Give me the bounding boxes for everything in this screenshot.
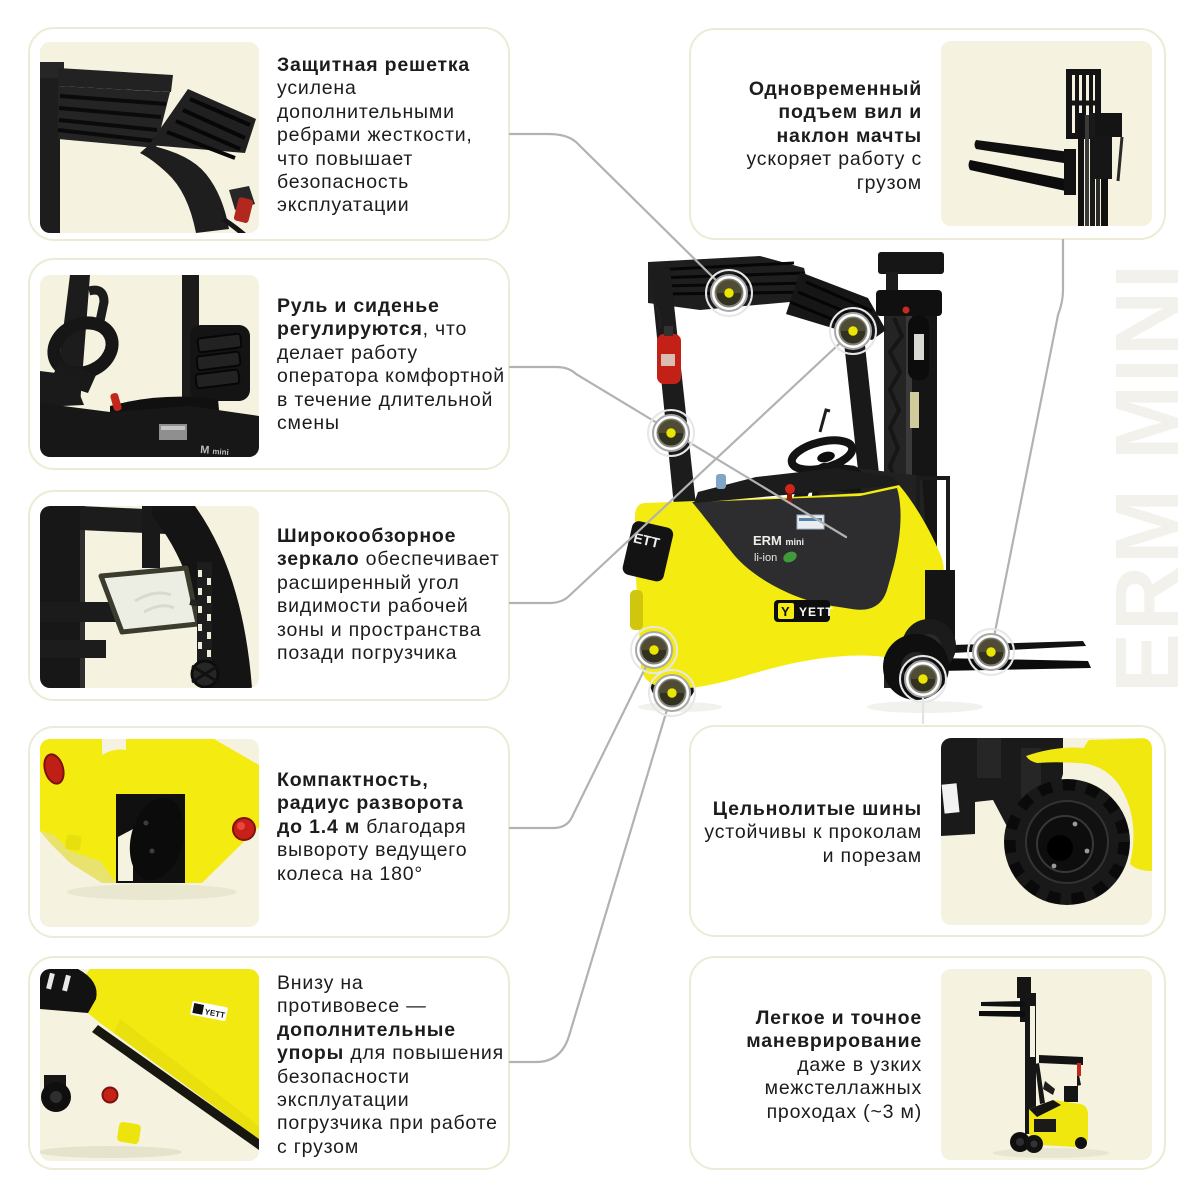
svg-text:M mini: M mini xyxy=(200,444,229,457)
svg-text:YETT: YETT xyxy=(799,605,834,619)
svg-text:li-ion: li-ion xyxy=(754,552,777,564)
svg-text:ERM mini: ERM mini xyxy=(753,533,804,548)
svg-text:YETT: YETT xyxy=(204,1007,226,1020)
svg-text:Y: Y xyxy=(781,604,790,619)
svg-text:ETT: ETT xyxy=(632,529,662,551)
